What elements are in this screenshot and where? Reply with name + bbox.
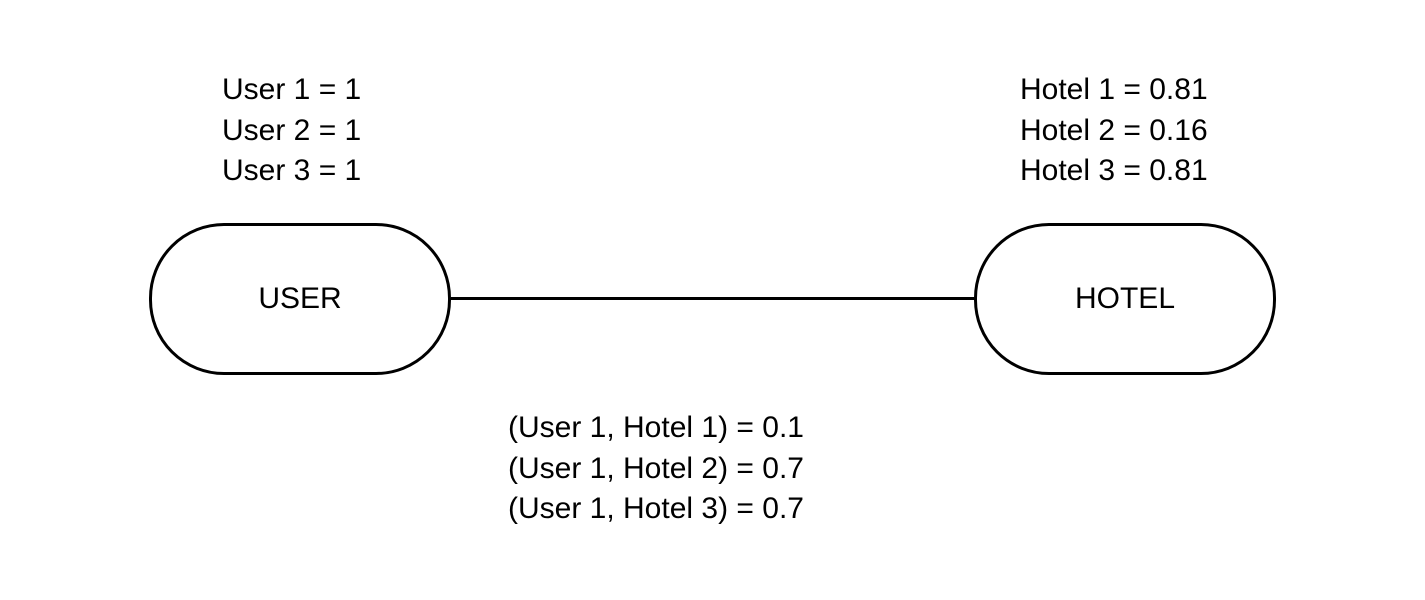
edge-value-2: (User 1, Hotel 2) = 0.7: [508, 451, 804, 485]
user-hotel-edge: [451, 297, 974, 300]
user-value-2: User 2 = 1: [222, 113, 362, 147]
hotel-node: HOTEL: [974, 223, 1276, 375]
edge-value-3: (User 1, Hotel 3) = 0.7: [508, 492, 804, 525]
user-value-1: User 1 = 1: [222, 73, 362, 106]
hotel-value-3: Hotel 3 = 0.81: [1020, 154, 1208, 187]
hotel-node-label: HOTEL: [1074, 282, 1176, 315]
user-node-label: USER: [258, 282, 342, 315]
user-value-3: User 3 = 1: [222, 154, 362, 187]
hotel-values-list: Hotel 1 = 0.81 Hotel 2 = 0.16 Hotel 3 = …: [1020, 70, 1208, 192]
user-node: USER: [149, 223, 451, 375]
hotel-value-1: Hotel 1 = 0.81: [1020, 73, 1208, 106]
hotel-value-2: Hotel 2 = 0.16: [1020, 113, 1208, 147]
user-values-list: User 1 = 1 User 2 = 1 User 3 = 1: [222, 70, 361, 192]
edge-values-list: (User 1, Hotel 1) = 0.1 (User 1, Hotel 2…: [508, 408, 804, 530]
edge-value-1: (User 1, Hotel 1) = 0.1: [508, 411, 804, 444]
